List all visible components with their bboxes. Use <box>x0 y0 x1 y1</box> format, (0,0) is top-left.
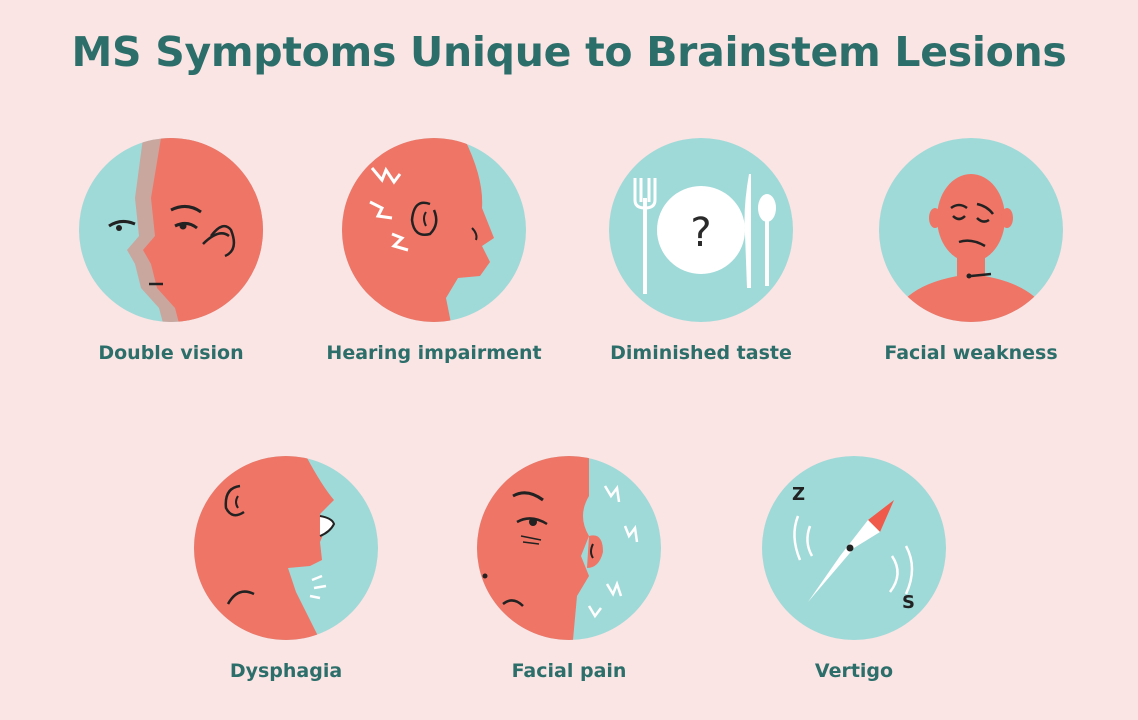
double-vision-icon <box>79 138 263 322</box>
dysphagia-icon <box>194 456 378 640</box>
symptom-label: Facial pain <box>511 660 627 682</box>
symptom-dysphagia: Dysphagia <box>156 456 416 682</box>
symptom-label: Diminished taste <box>610 342 792 364</box>
s-mark: S <box>902 592 915 613</box>
symptom-diminished-taste: ? Diminished taste <box>571 138 831 364</box>
symptom-double-vision: Double vision <box>41 138 301 364</box>
symptom-label: Hearing impairment <box>326 342 542 364</box>
vertigo-icon: Z S <box>762 456 946 640</box>
symptom-label: Dysphagia <box>229 660 343 682</box>
page-title: MS Symptoms Unique to Brainstem Lesions <box>71 28 1067 76</box>
question-mark: ? <box>690 210 711 256</box>
symptom-label: Facial weakness <box>884 342 1058 364</box>
z-mark: Z <box>792 484 805 505</box>
symptom-facial-weakness: Facial weakness <box>841 138 1101 364</box>
diminished-taste-icon: ? <box>609 138 793 322</box>
symptom-label: Double vision <box>98 342 244 364</box>
facial-weakness-icon <box>879 138 1063 322</box>
symptom-label: Vertigo <box>814 660 894 682</box>
facial-pain-icon <box>477 456 661 640</box>
hearing-impairment-icon <box>342 138 526 322</box>
symptom-facial-pain: Facial pain <box>439 456 699 682</box>
symptom-hearing-impairment: Hearing impairment <box>304 138 564 364</box>
symptom-vertigo: Z S Vertigo <box>724 456 984 682</box>
